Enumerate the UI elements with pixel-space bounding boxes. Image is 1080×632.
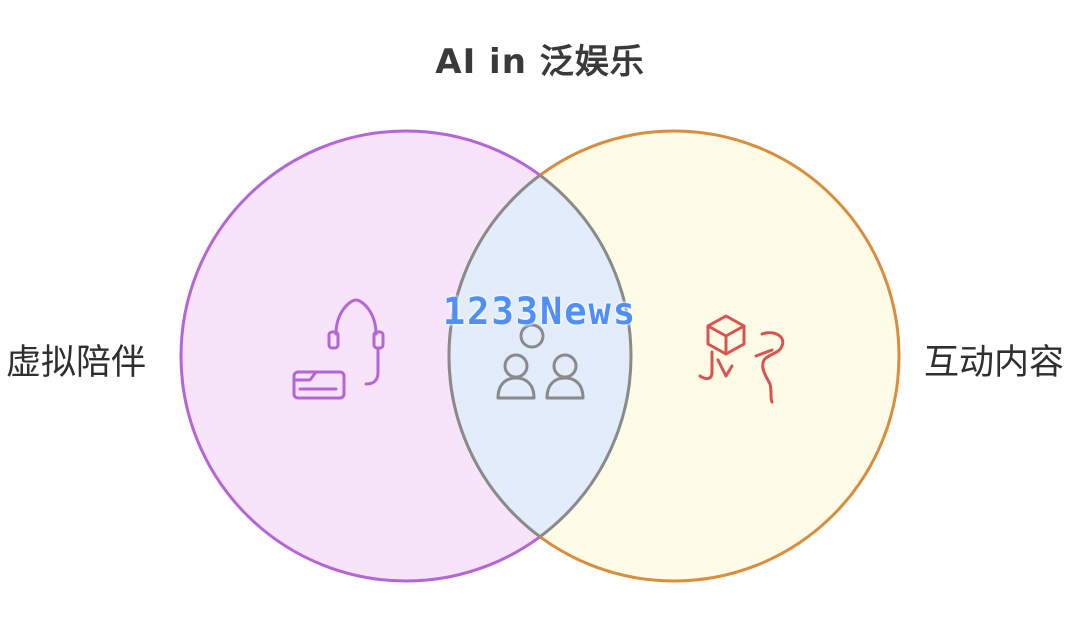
watermark: 1233News (442, 290, 638, 333)
interactive-content-icon (698, 314, 785, 404)
diagram-title: AI in 泛娱乐 (435, 42, 645, 82)
support-agent-icon (292, 298, 385, 400)
two-people-icon (496, 323, 585, 400)
set-label-virtual-companion: 虚拟陪伴 (6, 343, 147, 383)
set-label-interactive-content: 互动内容 (924, 343, 1065, 383)
venn-overlap-left-edge (449, 131, 633, 581)
venn-overlap (447, 131, 631, 581)
